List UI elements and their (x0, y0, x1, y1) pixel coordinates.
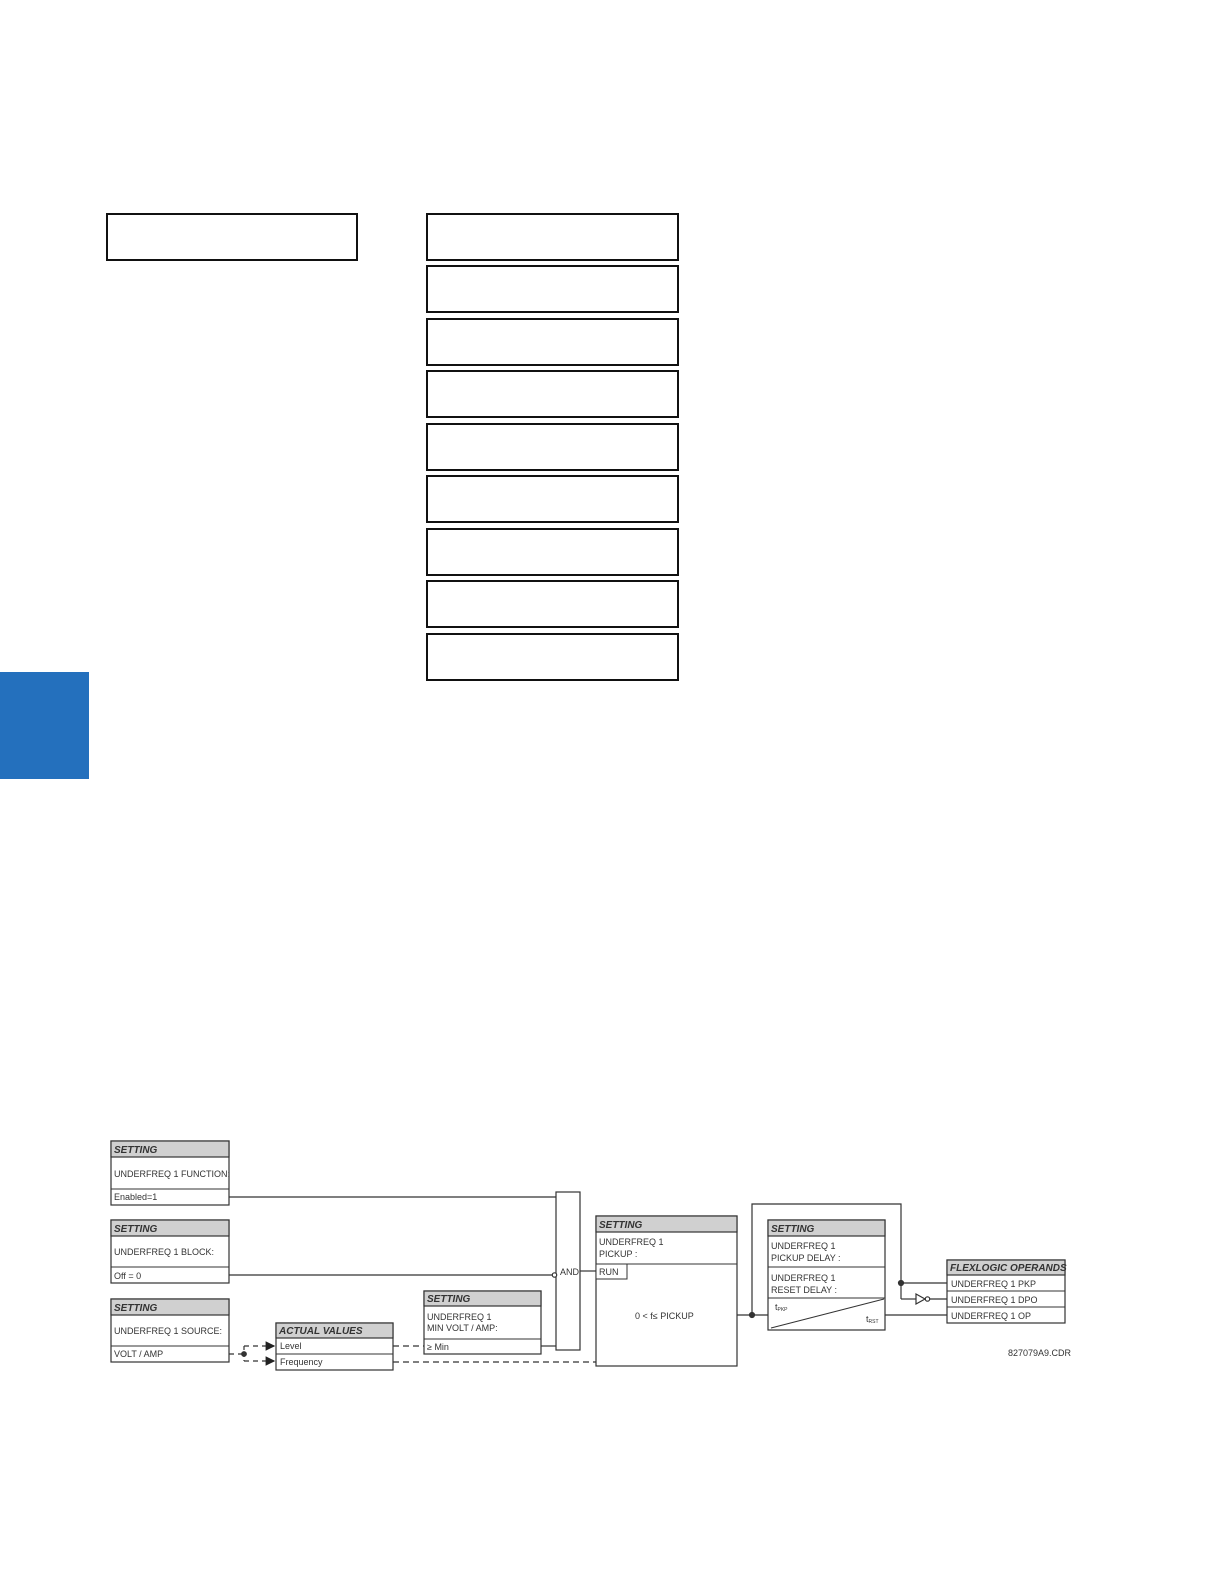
actual-values-header: ACTUAL VALUES (278, 1326, 363, 1337)
flexlogic-operands-block: FLEXLOGIC OPERANDS UNDERFREQ 1 PKP UNDER… (946, 1259, 1067, 1324)
delay-line2: PICKUP DELAY : (771, 1253, 841, 1263)
setting-name-line2: MIN VOLT / AMP: (427, 1323, 498, 1333)
setting-header: SETTING (599, 1220, 643, 1231)
figure-id: 827079A9.CDR (1008, 1348, 1072, 1358)
delay-line3: UNDERFREQ 1 (771, 1273, 836, 1283)
setting-header: SETTING (114, 1303, 158, 1314)
connection-lines (229, 1196, 947, 1347)
setting-name-line1: UNDERFREQ 1 (599, 1237, 664, 1247)
setting-block-source: SETTING UNDERFREQ 1 SOURCE: VOLT / AMP (110, 1298, 230, 1363)
underfrequency-logic-diagram: SETTING UNDERFREQ 1 FUNCTION: Enabled=1 … (110, 1140, 1072, 1371)
menu-item-box-4 (426, 370, 679, 418)
setting-value: ≥ Min (427, 1342, 449, 1352)
delay-line1: UNDERFREQ 1 (771, 1241, 836, 1251)
setting-header: SETTING (114, 1145, 158, 1156)
run-label: RUN (599, 1267, 619, 1277)
setting-name-line2: PICKUP : (599, 1249, 637, 1259)
pickup-condition: 0 < f≤ PICKUP (635, 1311, 694, 1321)
trst-label: tRST (866, 1314, 879, 1325)
setting-name: UNDERFREQ 1 SOURCE: (114, 1326, 222, 1336)
setting-value: Enabled=1 (114, 1192, 157, 1202)
and-gate: AND (555, 1191, 581, 1351)
setting-header: SETTING (114, 1224, 158, 1235)
setting-block-min-volt: SETTING UNDERFREQ 1 MIN VOLT / AMP: ≥ Mi… (423, 1290, 542, 1355)
delay-line4: RESET DELAY : (771, 1285, 837, 1295)
operands-header: FLEXLOGIC OPERANDS (950, 1263, 1067, 1274)
setting-name: UNDERFREQ 1 BLOCK: (114, 1247, 214, 1257)
setting-block-block: SETTING UNDERFREQ 1 BLOCK: Off = 0 (110, 1219, 230, 1284)
dashed-source-lines (229, 1341, 596, 1366)
menu-header-box (106, 213, 358, 261)
menu-item-box-9 (426, 633, 679, 681)
setting-value: VOLT / AMP (114, 1349, 163, 1359)
actual-values-frequency: Frequency (280, 1357, 323, 1367)
menu-item-box-2 (426, 265, 679, 313)
setting-value: Off = 0 (114, 1271, 141, 1281)
setting-header: SETTING (427, 1294, 471, 1305)
menu-item-box-8 (426, 580, 679, 628)
menu-item-box-6 (426, 475, 679, 523)
operand-pkp: UNDERFREQ 1 PKP (951, 1279, 1036, 1289)
setting-header: SETTING (771, 1224, 815, 1235)
setting-block-function: SETTING UNDERFREQ 1 FUNCTION: Enabled=1 (110, 1140, 230, 1206)
operand-dpo: UNDERFREQ 1 DPO (951, 1295, 1038, 1305)
actual-values-level: Level (280, 1341, 302, 1351)
operand-op: UNDERFREQ 1 OP (951, 1311, 1031, 1321)
chapter-side-tab (0, 672, 89, 779)
menu-item-box-1 (426, 213, 679, 261)
menu-item-box-5 (426, 423, 679, 471)
tpkp-label: tPKP (775, 1302, 788, 1313)
setting-name-line1: UNDERFREQ 1 (427, 1312, 492, 1322)
setting-block-delay-timer: SETTING UNDERFREQ 1 PICKUP DELAY : UNDER… (767, 1219, 886, 1331)
setting-block-pickup: SETTING UNDERFREQ 1 PICKUP : RUN 0 < f≤ … (595, 1215, 738, 1367)
menu-item-box-3 (426, 318, 679, 366)
menu-item-box-7 (426, 528, 679, 576)
actual-values-block: ACTUAL VALUES Level Frequency (275, 1322, 394, 1371)
setting-name: UNDERFREQ 1 FUNCTION: (114, 1169, 230, 1179)
and-gate-label: AND (560, 1267, 580, 1277)
